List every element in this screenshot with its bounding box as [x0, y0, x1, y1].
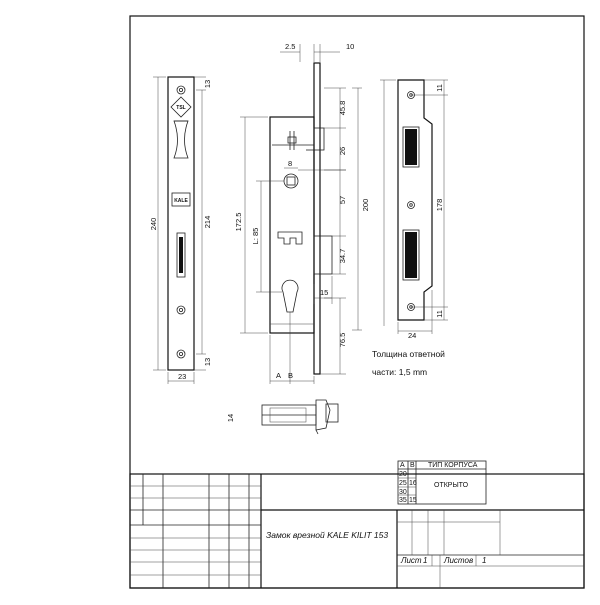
svg-text:ТИП КОРПУСА: ТИП КОРПУСА: [428, 462, 478, 469]
title-block: Замок врезной KALE KILIT 153 Лист 1 Лист…: [129, 473, 585, 589]
svg-text:8: 8: [288, 159, 292, 168]
svg-text:76.5: 76.5: [338, 333, 347, 348]
svg-text:10: 10: [346, 42, 354, 51]
tsl-logo: TSL: [170, 96, 192, 118]
svg-text:214: 214: [203, 216, 212, 229]
svg-text:13: 13: [203, 80, 212, 88]
svg-text:B: B: [410, 462, 415, 469]
svg-text:45.8: 45.8: [338, 101, 347, 116]
svg-text:25: 25: [399, 480, 407, 487]
svg-text:35: 35: [399, 497, 407, 504]
side-view: 2.5 10 45.8 26 8 57 34.7 15 76.5: [234, 42, 370, 384]
svg-text:11: 11: [435, 84, 444, 92]
svg-text:178: 178: [435, 199, 444, 212]
spec-table: A B ТИП КОРПУСА 20 25 16 30 35 15 ОТКРЫТ…: [397, 460, 487, 505]
svg-text:34.7: 34.7: [338, 249, 347, 264]
svg-text:13: 13: [203, 358, 212, 366]
svg-text:B: B: [288, 371, 293, 380]
svg-text:2.5: 2.5: [285, 42, 295, 51]
svg-text:16: 16: [409, 480, 417, 487]
svg-text:24: 24: [408, 331, 416, 340]
svg-text:26: 26: [338, 147, 347, 155]
svg-text:L: 85: L: 85: [251, 228, 260, 245]
front-view: TSL KALE 240 214 13 13: [149, 76, 212, 384]
svg-text:30: 30: [399, 489, 407, 496]
svg-text:A: A: [400, 462, 405, 469]
strike-thickness-note: Толщина ответной: [372, 349, 445, 359]
svg-text:Лист: Лист: [400, 556, 422, 565]
svg-text:11: 11: [435, 310, 444, 318]
bottom-view: 14: [226, 399, 339, 435]
drawing-frame: [129, 15, 585, 589]
drawing-title: Замок врезной KALE KILIT 153: [266, 530, 388, 540]
svg-text:57: 57: [338, 196, 347, 204]
svg-text:172.5: 172.5: [234, 213, 243, 232]
svg-text:1: 1: [482, 556, 486, 565]
strike-plate-view: 11 178 11 24 Толщина ответной части: 1,5…: [372, 79, 448, 377]
kale-logo: KALE: [171, 192, 191, 207]
svg-text:A: A: [276, 371, 281, 380]
svg-text:ОТКРЫТО: ОТКРЫТО: [434, 482, 469, 489]
svg-text:KALE: KALE: [174, 198, 188, 204]
svg-text:14: 14: [226, 414, 235, 422]
svg-text:1: 1: [423, 556, 427, 565]
svg-text:15: 15: [320, 288, 328, 297]
svg-text:200: 200: [361, 199, 370, 212]
svg-text:Листов: Листов: [443, 556, 473, 565]
svg-text:23: 23: [178, 372, 186, 381]
strike-thickness-value: части: 1,5 mm: [372, 367, 427, 377]
svg-text:15: 15: [409, 497, 417, 504]
svg-text:240: 240: [149, 218, 158, 231]
svg-text:TSL: TSL: [176, 105, 185, 111]
